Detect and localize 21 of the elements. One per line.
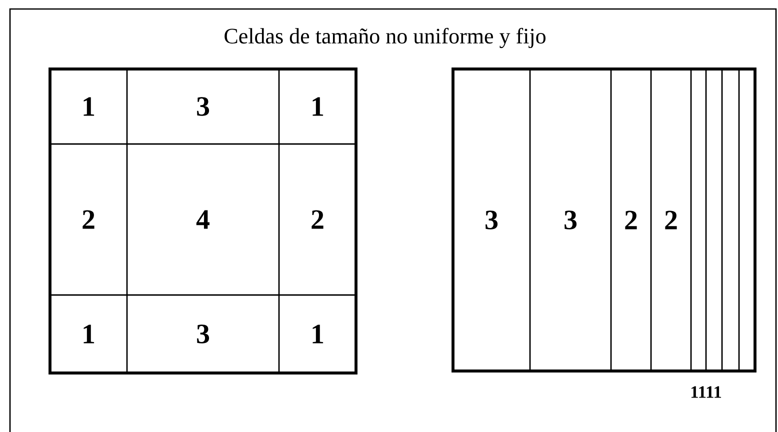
cell: 2 (650, 68, 692, 372)
grid-box (48, 68, 358, 374)
grid-box (452, 68, 756, 372)
cell (721, 68, 740, 372)
cell: 1 (49, 294, 128, 374)
cell-count-label: 1111 (692, 386, 722, 398)
title: Celdas de tamaño no uniforme y fijo (224, 28, 546, 48)
cell: 1 (49, 68, 128, 145)
cell: 3 (452, 68, 531, 372)
cell: 2 (49, 143, 128, 296)
cell: 1 (278, 68, 357, 145)
cell (690, 68, 707, 372)
cell: 3 (529, 68, 612, 372)
cell (705, 68, 723, 372)
cell: 2 (278, 143, 357, 296)
cell: 3 (126, 294, 280, 374)
cell: 3 (126, 68, 280, 145)
cell: 4 (126, 143, 280, 296)
cell (738, 68, 756, 372)
cell: 2 (610, 68, 652, 372)
cell: 1 (278, 294, 357, 374)
